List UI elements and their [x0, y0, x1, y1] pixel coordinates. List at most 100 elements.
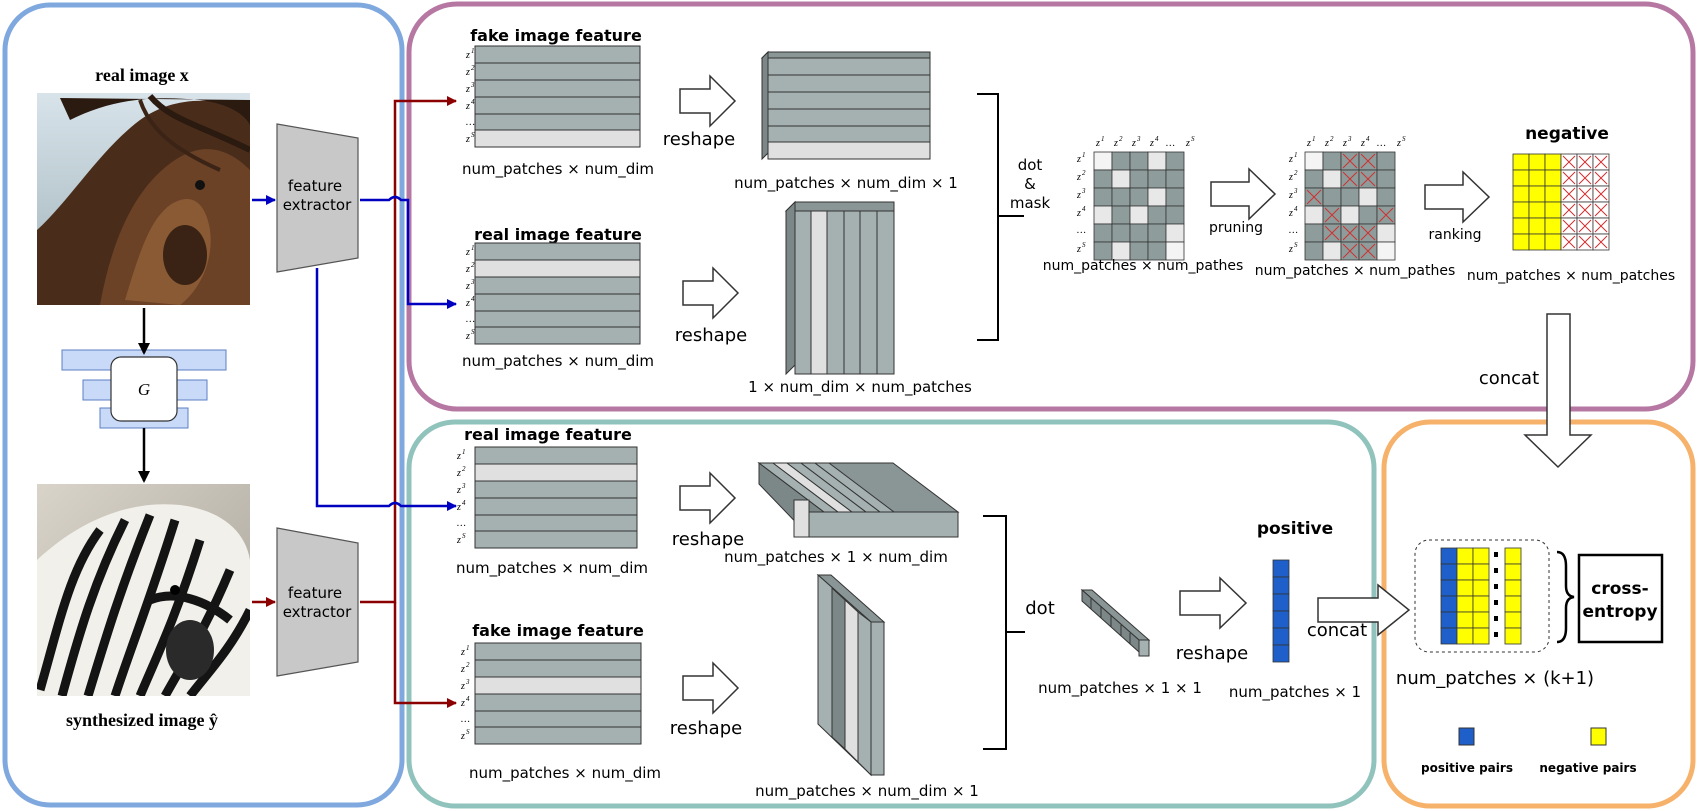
pos-bracket	[983, 515, 1025, 750]
logits-grid	[1440, 547, 1522, 645]
matrix-cell	[1111, 169, 1131, 189]
svg-text:z: z	[1288, 190, 1293, 201]
pos-dot-dims: num_patches × 1 × 1	[1038, 679, 1202, 698]
svg-text:z: z	[1288, 208, 1293, 219]
svg-text:4: 4	[1082, 205, 1086, 213]
ellipsis-dot	[1494, 584, 1498, 589]
svg-text:S: S	[466, 728, 470, 736]
negative-cell	[1512, 201, 1530, 219]
synthesized-zebra-image	[37, 484, 250, 696]
negative-logit-cell	[1456, 563, 1474, 581]
matrix-cell	[1111, 205, 1131, 225]
svg-text:1: 1	[1082, 151, 1086, 159]
matrix-cell	[1165, 223, 1185, 243]
cross-mark-icon	[1562, 155, 1576, 169]
neg-real-dims: num_patches × num_dim	[462, 352, 654, 371]
positive-logit-cell	[1440, 579, 1458, 597]
cross-entropy-label-2: entropy	[1582, 602, 1657, 622]
svg-text:2: 2	[471, 261, 475, 269]
matrix-cell	[1358, 187, 1378, 207]
svg-text:2: 2	[1330, 135, 1334, 143]
cross-mark-icon	[1578, 219, 1592, 233]
real-image-title: real image x	[95, 65, 189, 85]
pos-fake-dims: num_patches × num_dim	[469, 764, 661, 783]
negative-logit-cell	[1472, 611, 1490, 629]
svg-text:3: 3	[1136, 135, 1141, 143]
positive-logit-cell	[1440, 547, 1458, 565]
svg-text:S: S	[471, 131, 475, 139]
matrix-cell	[1322, 169, 1342, 189]
svg-text:z: z	[1076, 190, 1081, 201]
svg-text:2: 2	[1294, 169, 1298, 177]
matrix-cell	[1147, 187, 1167, 207]
ellipsis-dot	[1494, 616, 1498, 621]
svg-text:z: z	[1324, 138, 1329, 149]
pruning-label: pruning	[1209, 220, 1263, 236]
svg-text:…: …	[466, 314, 475, 325]
matrix-cell	[1165, 169, 1185, 189]
feature-extractor-bottom[interactable]: feature extractor	[276, 527, 359, 677]
svg-text:z: z	[465, 50, 470, 61]
arrow-fake-to-neg-fake	[360, 96, 457, 604]
svg-text:z: z	[456, 468, 461, 479]
matrix-cell	[1322, 241, 1342, 261]
ranking-label: ranking	[1429, 227, 1482, 243]
generator-block: G	[61, 349, 227, 429]
matrix-cell	[1093, 169, 1113, 189]
concat-down-arrow	[1523, 313, 1593, 469]
generator-label: G	[138, 380, 150, 399]
svg-text:…: …	[1166, 138, 1175, 149]
negative-logit-cell	[1456, 611, 1474, 629]
svg-text:z: z	[460, 681, 465, 692]
feature-extractor-top[interactable]: feature extractor	[276, 123, 359, 273]
cross-mark-icon	[1562, 171, 1576, 185]
negative-logit-cell	[1456, 579, 1474, 597]
negative-cell	[1512, 233, 1530, 251]
negative-logit-cell	[1472, 563, 1490, 581]
cross-mark-icon	[1562, 203, 1576, 217]
real-horse-image	[37, 93, 250, 305]
svg-text:1: 1	[471, 47, 475, 55]
matrix-cell	[1111, 151, 1131, 171]
synth-image-title: synthesized image ŷ	[66, 710, 218, 730]
cross-mark-icon	[1562, 187, 1576, 201]
matrix-cell	[1111, 223, 1131, 243]
pos-reshaped-fake-dims: num_patches × num_dim × 1	[755, 782, 979, 801]
svg-text:2: 2	[466, 661, 470, 669]
pos-reshape-label-1: reshape	[672, 529, 744, 550]
cross-mark-icon	[1578, 187, 1592, 201]
svg-text:z: z	[1095, 138, 1100, 149]
matrix-cell	[1111, 187, 1131, 207]
negative-logit-cell	[1456, 595, 1474, 613]
pos-reshaped-fake-block	[816, 573, 886, 777]
pruning-arrow	[1210, 167, 1277, 221]
svg-text:z: z	[456, 502, 461, 513]
svg-text:z: z	[456, 535, 461, 546]
legend-positive-label: positive pairs	[1421, 761, 1513, 775]
matrix-cell	[1165, 151, 1185, 171]
svg-text:z: z	[1288, 244, 1293, 255]
negative-logit-cell	[1456, 547, 1474, 565]
matrix-cell	[1304, 241, 1324, 261]
pos-real-dims: num_patches × num_dim	[456, 559, 648, 578]
cross-entropy-box[interactable]	[1577, 553, 1664, 644]
arrow-real-to-neg-real	[360, 195, 457, 309]
negative-cell	[1544, 201, 1562, 219]
matrix-cell	[1376, 241, 1396, 261]
svg-text:z: z	[460, 731, 465, 742]
matrix-cell	[1147, 223, 1167, 243]
matrix-cell	[1093, 223, 1113, 243]
svg-text:z: z	[465, 67, 470, 78]
negative-logit-cell	[1504, 547, 1522, 565]
matrix-cell	[1129, 151, 1149, 171]
pos-real-feature-title: real image feature	[464, 425, 632, 444]
legend-positive-swatch	[1458, 727, 1475, 746]
neg-real-feature-title: real image feature	[474, 225, 642, 244]
arrow-fake-to-pos-fake	[393, 602, 457, 708]
svg-text:3: 3	[1293, 187, 1298, 195]
negative-cell	[1528, 233, 1546, 251]
